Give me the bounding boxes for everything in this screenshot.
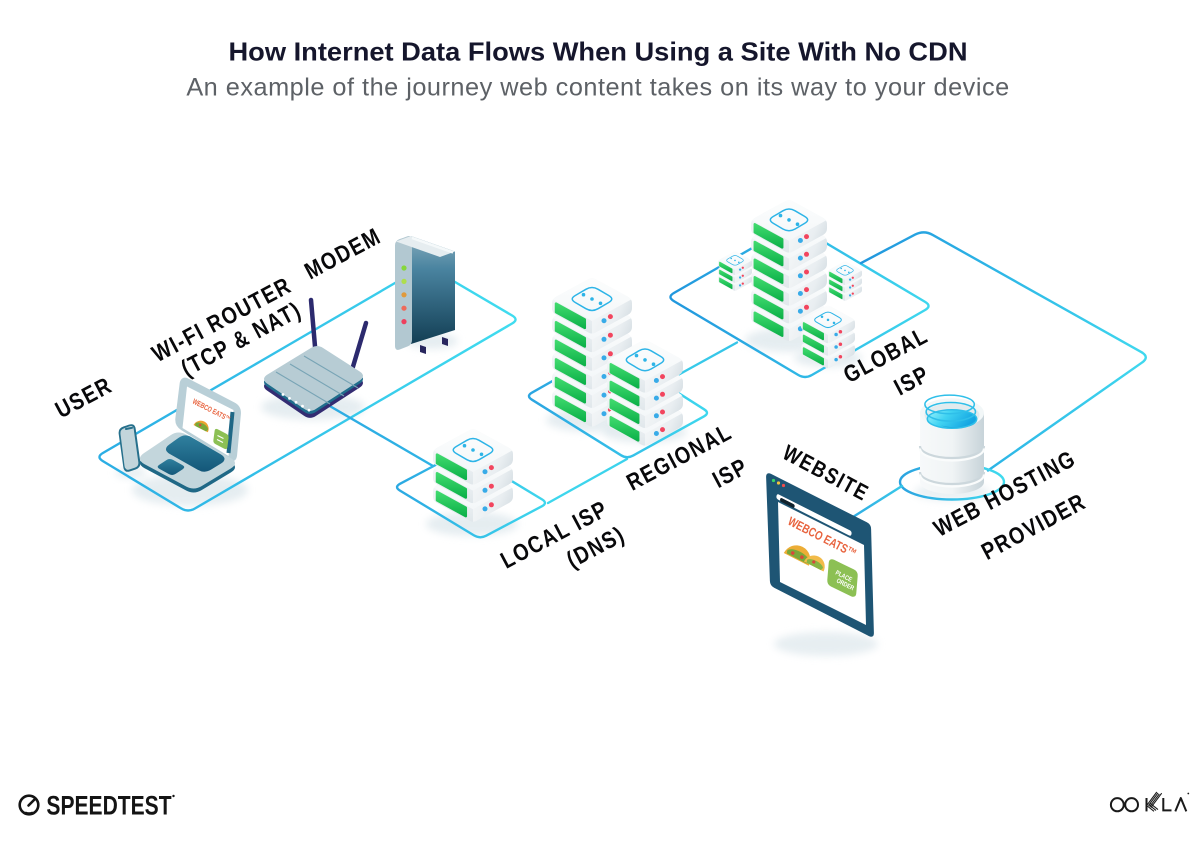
- svg-text:An example of the journey web: An example of the journey web content ta…: [186, 74, 1009, 102]
- svg-text:How Internet Data Flows When U: How Internet Data Flows When Using a Sit…: [228, 37, 967, 66]
- svg-text:SPEEDTEST: SPEEDTEST: [46, 791, 171, 821]
